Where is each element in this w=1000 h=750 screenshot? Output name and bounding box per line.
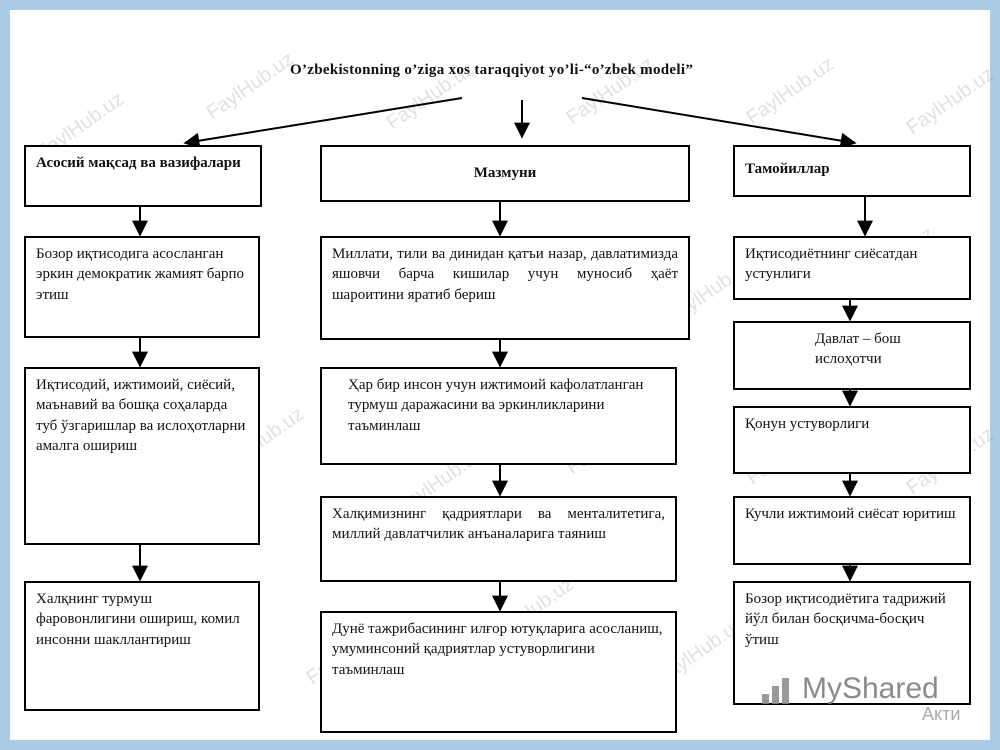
middle-item-2: Ҳар бир инсон учун ижтимоий кафолатланга… bbox=[320, 367, 677, 465]
right-item-1: Иқтисодиётнинг сиёсатдан устунлиги bbox=[733, 236, 971, 300]
corner-text: Акти bbox=[922, 704, 961, 724]
myshared-logo: MyShared bbox=[762, 672, 939, 706]
right-item-3: Қонун устуворлиги bbox=[733, 406, 971, 474]
middle-item-1: Миллати, тили ва динидан қатъи назар, да… bbox=[320, 236, 690, 340]
right-item-5: Бозор иқтисодиётига тадрижий йўл билан б… bbox=[733, 581, 971, 705]
middle-item-3: Халқимизнинг қадриятлари ва менталитетиг… bbox=[320, 496, 677, 582]
diagram-title: O’zbekistonning o’ziga xos taraqqiyot yo… bbox=[290, 62, 694, 78]
logo-text: MyShared bbox=[802, 672, 939, 705]
left-item-3: Халқнинг турмуш фаровонлигини ошириш, ко… bbox=[24, 581, 260, 711]
header-middle-content: Мазмуни bbox=[320, 145, 690, 202]
right-item-2: Давлат – бош ислоҳотчи bbox=[733, 321, 971, 390]
chart-icon bbox=[762, 674, 796, 704]
left-item-2: Иқтисодий, ижтимоий, сиёсий, маънавий ва… bbox=[24, 367, 260, 545]
middle-item-4: Дунё тажрибасининг илғор ютуқларига асос… bbox=[320, 611, 677, 733]
right-item-4: Кучли ижтимоий сиёсат юритиш bbox=[733, 496, 971, 565]
left-item-1: Бозор иқтисодига асосланган эркин демокр… bbox=[24, 236, 260, 338]
header-right-principles: Тамойиллар bbox=[733, 145, 971, 197]
header-left-goals: Асосий мақсад ва вазифалари bbox=[24, 145, 262, 207]
